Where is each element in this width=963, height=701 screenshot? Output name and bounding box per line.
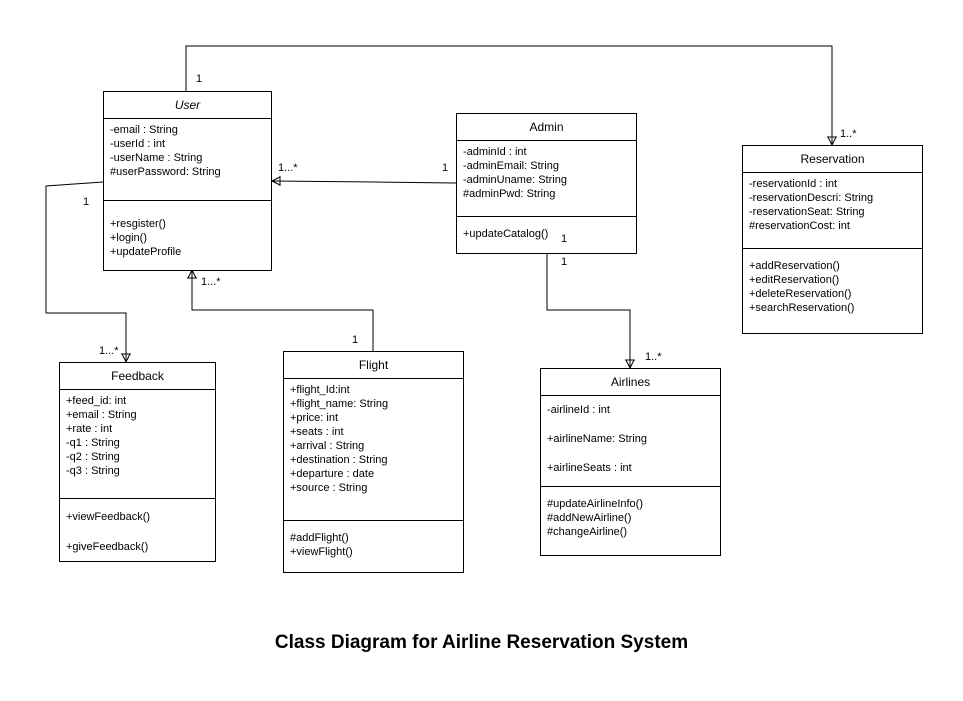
- class-reservation-name: Reservation: [743, 146, 922, 173]
- attribute: +departure : date: [290, 468, 375, 480]
- class-feedback[interactable]: Feedback +feed_id: int +email : String +…: [59, 362, 216, 562]
- method: +viewFlight(): [290, 546, 353, 558]
- multiplicity-admin-user-user: 1...*: [278, 162, 298, 174]
- class-admin-methods: +updateCatalog(): [457, 217, 636, 245]
- user-reservation-association: [185, 45, 833, 145]
- attribute: +feed_id: int: [66, 395, 127, 407]
- attribute: #userPassword: String: [110, 166, 221, 178]
- attribute: +destination : String: [290, 454, 388, 466]
- class-admin-attributes: -adminId : int -adminEmail: String -admi…: [457, 141, 636, 217]
- multiplicity-admin-airlines-admin-a: 1: [561, 233, 568, 245]
- admin-user-crowfoot-top: [271, 176, 281, 182]
- class-feedback-methods: +viewFeedback() +giveFeedback(): [60, 499, 215, 559]
- multiplicity-user-feedback-user: 1: [83, 196, 90, 208]
- method: +searchReservation(): [749, 302, 855, 314]
- method: +addReservation(): [749, 260, 840, 272]
- attribute: -adminUname: String: [463, 174, 567, 186]
- class-flight[interactable]: Flight +flight_Id:int +flight_name: Stri…: [283, 351, 464, 573]
- attribute: +flight_name: String: [290, 398, 389, 410]
- multiplicity-flight-user-flight: 1: [352, 334, 359, 346]
- attribute: +airlineName: String: [547, 433, 647, 445]
- class-reservation-attributes: -reservationId : int -reservationDescri:…: [743, 173, 922, 249]
- attribute: [547, 418, 714, 433]
- admin-user-crowfoot-bottom: [271, 180, 281, 186]
- method: +resgister(): [110, 218, 166, 230]
- method: #addFlight(): [290, 532, 349, 544]
- user-reservation-crowfoot-left: [827, 136, 833, 146]
- class-reservation[interactable]: Reservation -reservationId : int -reserv…: [742, 145, 923, 334]
- class-airlines-attributes: -airlineId : int +airlineName: String +a…: [541, 396, 720, 487]
- flight-user-crowfoot-left: [187, 269, 193, 279]
- method: +viewFeedback(): [66, 511, 151, 523]
- attribute: #reservationCost: int: [749, 220, 850, 232]
- attribute: -adminEmail: String: [463, 160, 559, 172]
- class-flight-name: Flight: [284, 352, 463, 379]
- class-user-methods: +resgister() +login() +updateProfile: [104, 201, 271, 263]
- multiplicity-admin-airlines-admin-b: 1: [561, 256, 568, 268]
- attribute: -q1 : String: [66, 437, 120, 449]
- method: +login(): [110, 232, 147, 244]
- class-admin[interactable]: Admin -adminId : int -adminEmail: String…: [456, 113, 637, 254]
- attribute: +price: int: [290, 412, 338, 424]
- attribute: -q2 : String: [66, 451, 120, 463]
- attribute: +arrival : String: [290, 440, 365, 452]
- multiplicity-user-reservation-user: 1: [196, 73, 203, 85]
- flight-user-crowfoot-right: [191, 269, 197, 279]
- method: #addNewAirline(): [547, 512, 632, 524]
- attribute: +airlineSeats : int: [547, 462, 632, 474]
- class-flight-methods: #addFlight() +viewFlight(): [284, 521, 463, 563]
- class-flight-attributes: +flight_Id:int +flight_name: String +pri…: [284, 379, 463, 521]
- multiplicity-admin-airlines-airlines: 1..*: [645, 351, 662, 363]
- attribute: +seats : int: [290, 426, 344, 438]
- method: #updateAirlineInfo(): [547, 498, 644, 510]
- user-reservation-crowfoot-right: [831, 136, 837, 146]
- method: +updateProfile: [110, 246, 182, 258]
- method: +editReservation(): [749, 274, 840, 286]
- class-feedback-name: Feedback: [60, 363, 215, 390]
- attribute: #adminPwd: String: [463, 188, 556, 200]
- multiplicity-user-reservation-reservation: 1..*: [840, 128, 857, 140]
- class-user[interactable]: User -email : String -userId : int -user…: [103, 91, 272, 271]
- method: [66, 525, 209, 540]
- class-reservation-methods: +addReservation() +editReservation() +de…: [743, 249, 922, 319]
- class-airlines[interactable]: Airlines -airlineId : int +airlineName: …: [540, 368, 721, 556]
- attribute: -reservationId : int: [749, 178, 838, 190]
- class-user-attributes: -email : String -userId : int -userName …: [104, 119, 271, 201]
- multiplicity-admin-user-admin: 1: [442, 162, 449, 174]
- attribute: -adminId : int: [463, 146, 527, 158]
- attribute: +rate : int: [66, 423, 113, 435]
- admin-airlines-crowfoot-left: [625, 359, 631, 369]
- attribute: +source : String: [290, 482, 368, 494]
- attribute: -reservationSeat: String: [749, 206, 865, 218]
- user-feedback-association: [45, 181, 127, 362]
- class-airlines-name: Airlines: [541, 369, 720, 396]
- flight-user-association: [191, 270, 374, 351]
- multiplicity-user-feedback-feedback: 1...*: [99, 345, 119, 357]
- admin-airlines-crowfoot-right: [629, 359, 635, 369]
- multiplicity-flight-user-user: 1...*: [201, 276, 221, 288]
- method: +updateCatalog(): [463, 228, 549, 240]
- method: +giveFeedback(): [66, 541, 149, 553]
- attribute: [547, 447, 714, 462]
- attribute: -userName : String: [110, 152, 203, 164]
- class-feedback-attributes: +feed_id: int +email : String +rate : in…: [60, 390, 215, 499]
- attribute: -email : String: [110, 124, 178, 136]
- method: #changeAirline(): [547, 526, 628, 538]
- attribute: -q3 : String: [66, 465, 120, 477]
- attribute: -reservationDescri: String: [749, 192, 874, 204]
- attribute: -airlineId : int: [547, 404, 610, 416]
- user-feedback-crowfoot-left: [121, 353, 127, 363]
- attribute: -userId : int: [110, 138, 166, 150]
- method: +deleteReservation(): [749, 288, 852, 300]
- admin-airlines-association: [546, 254, 631, 368]
- class-user-name: User: [104, 92, 271, 119]
- admin-user-association: [271, 180, 457, 184]
- user-feedback-crowfoot-right: [125, 353, 131, 363]
- attribute: +email : String: [66, 409, 137, 421]
- diagram-caption: Class Diagram for Airline Reservation Sy…: [274, 632, 689, 653]
- class-airlines-methods: #updateAirlineInfo() #addNewAirline() #c…: [541, 487, 720, 543]
- attribute: +flight_Id:int: [290, 384, 350, 396]
- class-admin-name: Admin: [457, 114, 636, 141]
